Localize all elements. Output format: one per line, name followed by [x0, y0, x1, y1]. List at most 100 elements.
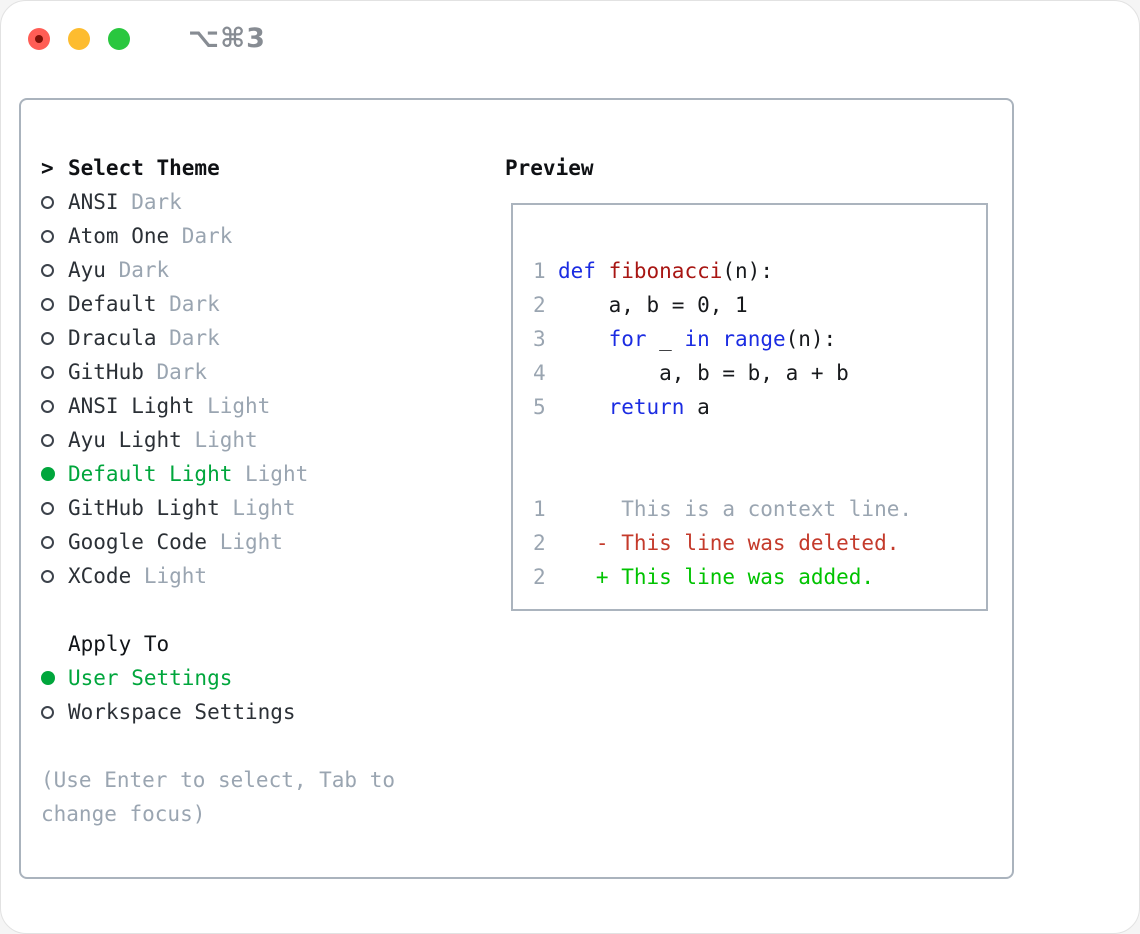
theme-variant-badge: Light: [207, 394, 271, 418]
code-token-keyword: return: [608, 395, 685, 419]
radio-icon[interactable]: [41, 229, 54, 243]
theme-variant-badge: Light: [232, 496, 296, 520]
apply-option-label: User Settings: [68, 666, 233, 690]
radio-icon[interactable]: [41, 501, 54, 515]
unsaved-dot-icon: [35, 35, 43, 43]
close-button[interactable]: [28, 28, 50, 50]
line-number: 1: [533, 259, 546, 283]
prompt-icon: >: [41, 156, 54, 180]
radio-cell: [41, 467, 68, 481]
code-token-plain: a: [684, 395, 710, 419]
select-theme-header: >Select Theme: [41, 151, 491, 185]
theme-variant-badge: Light: [194, 428, 258, 452]
theme-option-ayu[interactable]: Ayu Dark: [41, 253, 491, 287]
theme-option-ansi-light[interactable]: ANSI Light Light: [41, 389, 491, 423]
radio-cell: [41, 297, 68, 311]
radio-icon[interactable]: [41, 399, 54, 413]
theme-name: XCode: [68, 564, 132, 588]
line-number: 3: [533, 327, 546, 351]
diff-line: 1 This is a context line.: [533, 492, 986, 526]
theme-name: ANSI Light: [68, 394, 195, 418]
radio-icon[interactable]: [41, 671, 55, 685]
theme-option-ayu-light[interactable]: Ayu Light Light: [41, 423, 491, 457]
theme-name: Dracula: [68, 326, 157, 350]
code-line: 1 def fibonacci(n):: [533, 254, 986, 288]
theme-name: Ayu Light: [68, 428, 182, 452]
code-token-context: This is a context line.: [558, 497, 913, 521]
theme-variant-badge: Dark: [181, 224, 233, 248]
theme-name: Default: [68, 292, 157, 316]
code-token-keyword: def: [558, 259, 596, 283]
apply-option-user-settings[interactable]: User Settings: [41, 661, 491, 695]
radio-icon[interactable]: [41, 331, 54, 345]
theme-option-github[interactable]: GitHub Dark: [41, 355, 491, 389]
theme-variant-badge: Dark: [169, 326, 220, 350]
radio-cell: [41, 263, 68, 277]
code-token-plain: a, b = 0, 1: [558, 293, 748, 317]
radio-cell: [41, 671, 68, 685]
theme-name: Atom One: [68, 224, 170, 248]
radio-icon[interactable]: [41, 365, 54, 379]
theme-option-dracula[interactable]: Dracula Dark: [41, 321, 491, 355]
radio-icon[interactable]: [41, 433, 54, 447]
spacer: [41, 729, 491, 763]
code-token-keyword: for: [608, 327, 647, 351]
line-number: 1: [533, 497, 546, 521]
theme-name: GitHub: [68, 360, 144, 384]
radio-icon[interactable]: [41, 705, 54, 719]
help-hint-text: (Use Enter to select, Tab to change focu…: [41, 768, 396, 826]
radio-icon[interactable]: [41, 569, 54, 583]
code-token-keyword: in: [684, 327, 710, 351]
radio-cell: [41, 195, 68, 209]
minimize-button[interactable]: [68, 28, 90, 50]
theme-name: Ayu: [68, 258, 106, 282]
code-token-plain: [558, 327, 609, 351]
spacer: [41, 593, 491, 627]
zoom-button[interactable]: [108, 28, 130, 50]
titlebar: ⌥⌘3: [28, 23, 266, 54]
line-number: 5: [533, 395, 546, 419]
theme-name: GitHub Light: [68, 496, 220, 520]
theme-name: ANSI: [68, 190, 119, 214]
theme-option-atom-one[interactable]: Atom One Dark: [41, 219, 491, 253]
radio-icon[interactable]: [41, 535, 54, 549]
code-token-plain: (n):: [722, 259, 773, 283]
radio-cell: [41, 535, 68, 549]
radio-cell: [41, 501, 68, 515]
blank-line: [533, 424, 986, 458]
code-token-plain: _: [646, 327, 685, 351]
theme-variant-badge: Dark: [118, 258, 170, 282]
theme-variant-badge: Dark: [156, 360, 208, 384]
radio-cell: [41, 399, 68, 413]
code-token-function: fibonacci: [608, 259, 723, 283]
code-token-plain: a, b = b, a + b: [558, 361, 849, 385]
radio-icon[interactable]: [41, 297, 54, 311]
apply-to-title: Apply To: [68, 632, 170, 656]
code-token-plain: (n):: [785, 327, 837, 351]
code-line: 4 a, b = b, a + b: [533, 356, 986, 390]
radio-cell: [41, 229, 68, 243]
apply-option-label: Workspace Settings: [68, 700, 296, 724]
apply-option-workspace-settings[interactable]: Workspace Settings: [41, 695, 491, 729]
radio-icon[interactable]: [41, 195, 54, 209]
radio-cell: [41, 331, 68, 345]
radio-icon[interactable]: [41, 263, 54, 277]
keyboard-shortcut-label: ⌥⌘3: [188, 23, 266, 54]
theme-name: Google Code: [68, 530, 208, 554]
radio-cell: [41, 705, 68, 719]
line-number: 2: [533, 565, 546, 589]
theme-option-github-light[interactable]: GitHub Light Light: [41, 491, 491, 525]
radio-icon[interactable]: [41, 467, 55, 481]
code-token-deleted: - This line was deleted.: [558, 531, 900, 555]
